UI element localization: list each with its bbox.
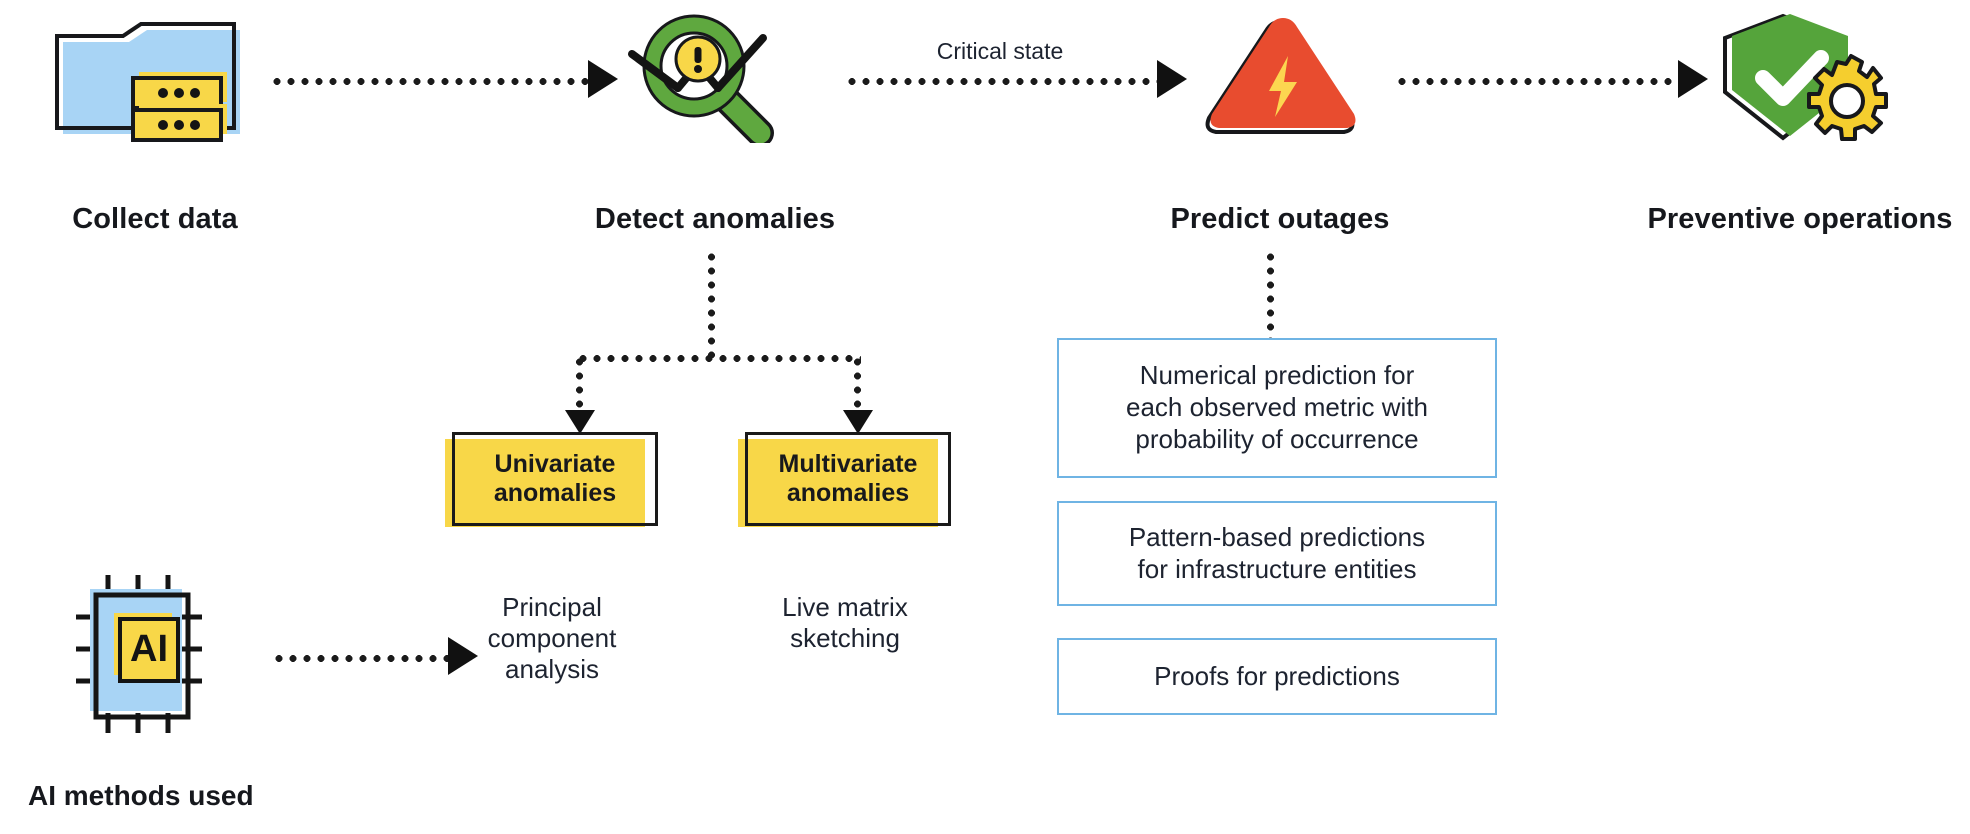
- caption-principal-component-analysis: Principal component analysis: [422, 592, 682, 686]
- arrow-collect-to-detect-line: [270, 78, 590, 85]
- numerical-line1: Numerical prediction for: [1139, 360, 1415, 391]
- numerical-line3: probability of occurrence: [1135, 423, 1419, 454]
- ai-chip-icon: AI: [70, 565, 245, 740]
- branch-left-line: [576, 355, 583, 417]
- box-univariate-line1: Univariate: [494, 449, 616, 478]
- arrow-detect-to-predict-head: [1157, 60, 1187, 98]
- box-univariate-frame: Univariate anomalies: [452, 432, 658, 526]
- branch-crossbar-line: [576, 355, 861, 362]
- branch-trunk-line: [708, 250, 715, 358]
- branch-right-arrow-head: [843, 410, 873, 434]
- arrow-predict-to-preventive-line: [1395, 78, 1685, 85]
- folder-database-icon: [55, 12, 255, 142]
- box-numerical-prediction[interactable]: Numerical prediction for each observed m…: [1057, 338, 1497, 478]
- svg-text:AI: AI: [130, 628, 168, 670]
- box-multivariate-frame: Multivariate anomalies: [745, 432, 951, 526]
- box-multivariate-fill: [738, 439, 938, 527]
- shield-check-gear-icon: [1705, 10, 1890, 145]
- box-numerical-prediction-text: Numerical prediction for each observed m…: [1126, 360, 1428, 455]
- branch-right-line: [854, 355, 861, 417]
- box-univariate-fill: [445, 439, 645, 527]
- branch-left-arrow-head: [565, 410, 595, 434]
- box-pattern-based-predictions[interactable]: Pattern-based predictions for infrastruc…: [1057, 501, 1497, 606]
- arrow-detect-to-predict-line: [845, 78, 1165, 85]
- caption-pca-line2: component: [487, 623, 617, 654]
- caption-lms-line2: sketching: [790, 623, 900, 654]
- stage-label-collect-data: Collect data: [72, 203, 238, 235]
- proofs-line1: Proofs for predictions: [1154, 660, 1400, 691]
- caption-pca-line1: Principal: [502, 592, 602, 622]
- box-univariate-anomalies[interactable]: Univariate anomalies: [445, 432, 658, 527]
- arrow-predict-to-preventive-head: [1678, 60, 1708, 98]
- numerical-line2: each observed metric with: [1125, 392, 1429, 423]
- arrow-collect-to-detect-head: [588, 60, 618, 98]
- ai-methods-footnote: AI methods used: [28, 780, 254, 811]
- caption-pca-line3: analysis: [505, 654, 599, 685]
- box-multivariate-line2: anomalies: [786, 479, 910, 507]
- stage-label-preventive-operations: Preventive operations: [1647, 203, 1953, 235]
- caption-live-matrix-sketching: Live matrix sketching: [715, 592, 975, 654]
- arrow-ai-to-pca-line: [272, 655, 452, 662]
- edge-label-critical-state: Critical state: [936, 38, 1064, 64]
- magnifier-alert-icon: [620, 8, 800, 147]
- stage-label-predict-outages: Predict outages: [1170, 203, 1390, 235]
- box-proofs-for-predictions[interactable]: Proofs for predictions: [1057, 638, 1497, 715]
- arrow-ai-to-pca-head: [448, 637, 478, 675]
- predict-drop-line: [1267, 250, 1274, 338]
- stage-label-detect-anomalies: Detect anomalies: [594, 203, 836, 235]
- box-proofs-text: Proofs for predictions: [1154, 661, 1400, 693]
- box-multivariate-line1: Multivariate: [778, 449, 918, 478]
- box-multivariate-text: Multivariate anomalies: [779, 450, 918, 509]
- pattern-line1: Pattern-based predictions: [1128, 521, 1426, 552]
- box-multivariate-anomalies[interactable]: Multivariate anomalies: [738, 432, 951, 527]
- caption-lms-line1: Live matrix: [782, 592, 908, 622]
- warning-triangle-bolt-icon: [1195, 12, 1365, 142]
- box-univariate-line2: anomalies: [493, 479, 617, 507]
- box-univariate-text: Univariate anomalies: [494, 450, 616, 509]
- pattern-line2: for infrastructure entities: [1137, 553, 1417, 584]
- box-pattern-based-text: Pattern-based predictions for infrastruc…: [1129, 522, 1425, 585]
